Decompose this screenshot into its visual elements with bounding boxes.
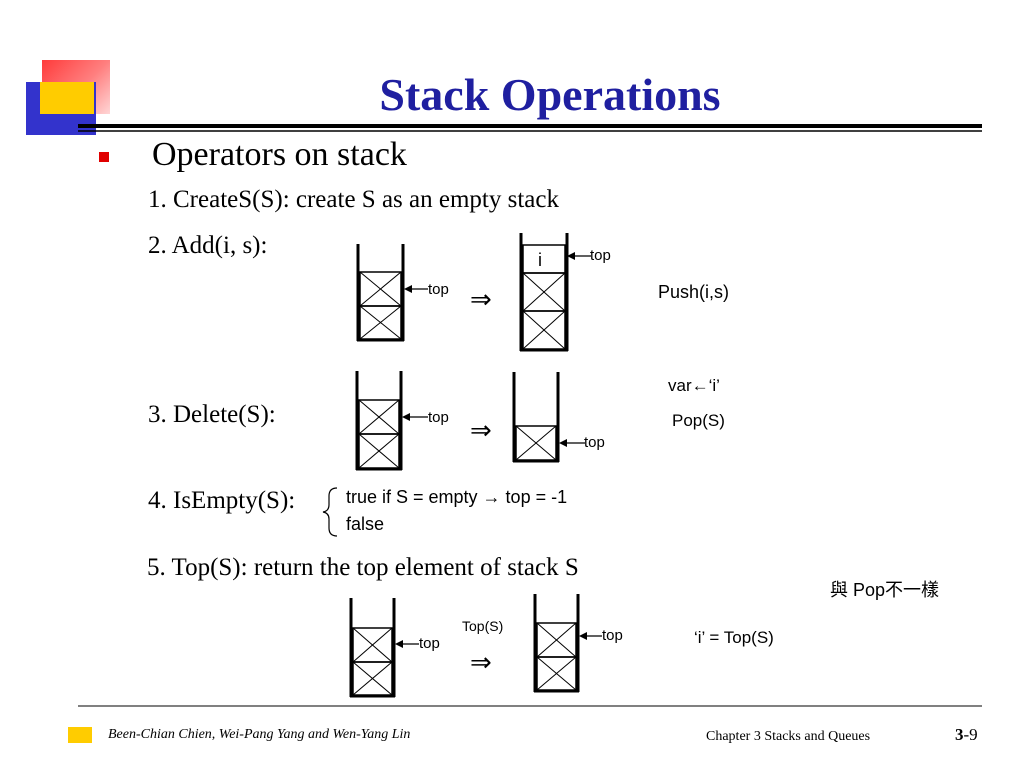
label-push: Push(i,s) bbox=[658, 282, 730, 302]
stack-top-before bbox=[349, 598, 396, 698]
arrow-top-top-before bbox=[395, 640, 419, 648]
note-i-equals-top: ‘i’ = Top(S) bbox=[694, 628, 774, 647]
label-var-assign: var←‘i’ bbox=[668, 376, 720, 395]
slide-title: Stack Operations bbox=[379, 69, 721, 120]
isempty-true: true if S = empty → top = -1 bbox=[346, 487, 568, 507]
stack-delete-before bbox=[355, 371, 403, 471]
page-number-bold: 3 bbox=[955, 725, 964, 744]
stack-top-after bbox=[533, 594, 580, 693]
op-add: 2. Add(i, s): bbox=[148, 232, 268, 259]
stack-add-after bbox=[519, 233, 569, 352]
label-top-top-before: top bbox=[419, 635, 440, 652]
isempty-false: false bbox=[346, 514, 385, 534]
stack-delete-after bbox=[512, 372, 560, 463]
note-not-same-as-pop: 與 Pop不一樣 bbox=[830, 580, 940, 600]
arrow-top-add-before bbox=[404, 285, 428, 293]
label-top-s: Top(S) bbox=[462, 618, 504, 634]
bullet-text: Operators on stack bbox=[152, 136, 407, 173]
label-pop: Pop(S) bbox=[672, 411, 725, 430]
label-top-add-before: top bbox=[428, 281, 449, 298]
op-create: 1. CreateS(S): create S as an empty stac… bbox=[148, 186, 559, 213]
logo-yellow-square bbox=[40, 82, 94, 114]
label-top-top-after: top bbox=[602, 627, 623, 644]
op-top: 5. Top(S): return the top element of sta… bbox=[147, 554, 579, 581]
page-number-rest: -9 bbox=[963, 725, 978, 744]
footer-chapter: Chapter 3 Stacks and Queues bbox=[706, 729, 871, 744]
implies-arrow-top: ⇒ bbox=[470, 648, 492, 678]
footer-logo-square bbox=[68, 727, 92, 743]
header-rule bbox=[78, 124, 982, 132]
label-top-del-before: top bbox=[428, 409, 449, 426]
page-number: 3-9 bbox=[955, 725, 978, 745]
arrow-top-add-after bbox=[567, 252, 591, 260]
op-delete: 3. Delete(S): bbox=[148, 401, 276, 428]
footer-authors: Been-Chian Chien, Wei-Pang Yang and Wen-… bbox=[108, 727, 411, 742]
stack-add-before bbox=[356, 244, 405, 342]
op-isempty: 4. IsEmpty(S): bbox=[148, 487, 296, 514]
implies-arrow-delete: ⇒ bbox=[470, 416, 492, 446]
arrow-top-delete-before bbox=[402, 413, 428, 421]
bullet-marker bbox=[99, 152, 109, 162]
arrow-top-top-after bbox=[579, 632, 602, 640]
element-i: i bbox=[538, 250, 542, 270]
implies-arrow-add: ⇒ bbox=[470, 285, 492, 315]
isempty-brace bbox=[322, 487, 338, 537]
label-top-add-after: top bbox=[590, 247, 611, 264]
arrow-top-delete-after bbox=[559, 439, 585, 447]
label-top-del-after: top bbox=[584, 434, 605, 451]
